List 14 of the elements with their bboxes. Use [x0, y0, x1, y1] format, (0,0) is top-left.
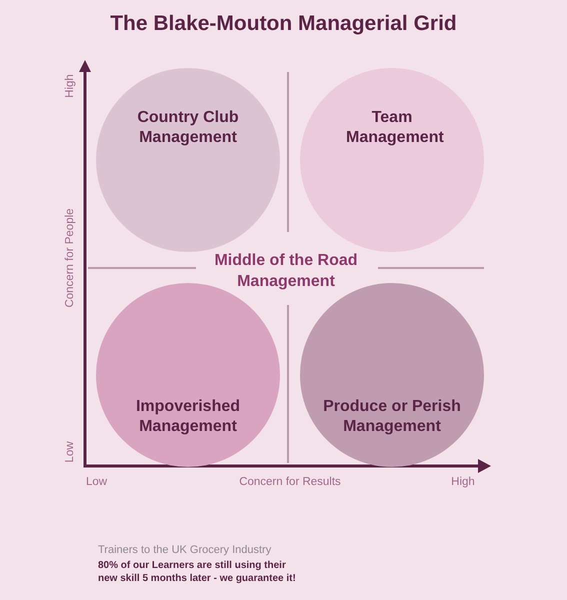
axis-tick-label: Low — [63, 440, 77, 465]
axis-tick-label: High — [450, 475, 476, 489]
quadrant-label: Middle of the Road Management — [213, 251, 359, 292]
axis-tick-label: Low — [86, 475, 108, 489]
diagram-title: The Blake-Mouton Managerial Grid — [109, 12, 458, 36]
quadrant-label: Impoverished Management — [134, 397, 242, 437]
slogan-text: 80% of our Learners are still using their new skill 5 months later - we guarantee it! — [98, 559, 297, 585]
axis-title: Concern for Results — [238, 475, 342, 489]
tagline-text: Trainers to the UK Grocery Industry — [98, 543, 272, 558]
quadrant-label: Produce or Perish Management — [322, 397, 462, 437]
axis-tick-label: High — [63, 73, 77, 100]
quadrant-label: Team Management — [345, 108, 445, 148]
quadrant-label: Country Club Management — [136, 108, 240, 148]
axis-title: Concern for People — [63, 207, 77, 310]
